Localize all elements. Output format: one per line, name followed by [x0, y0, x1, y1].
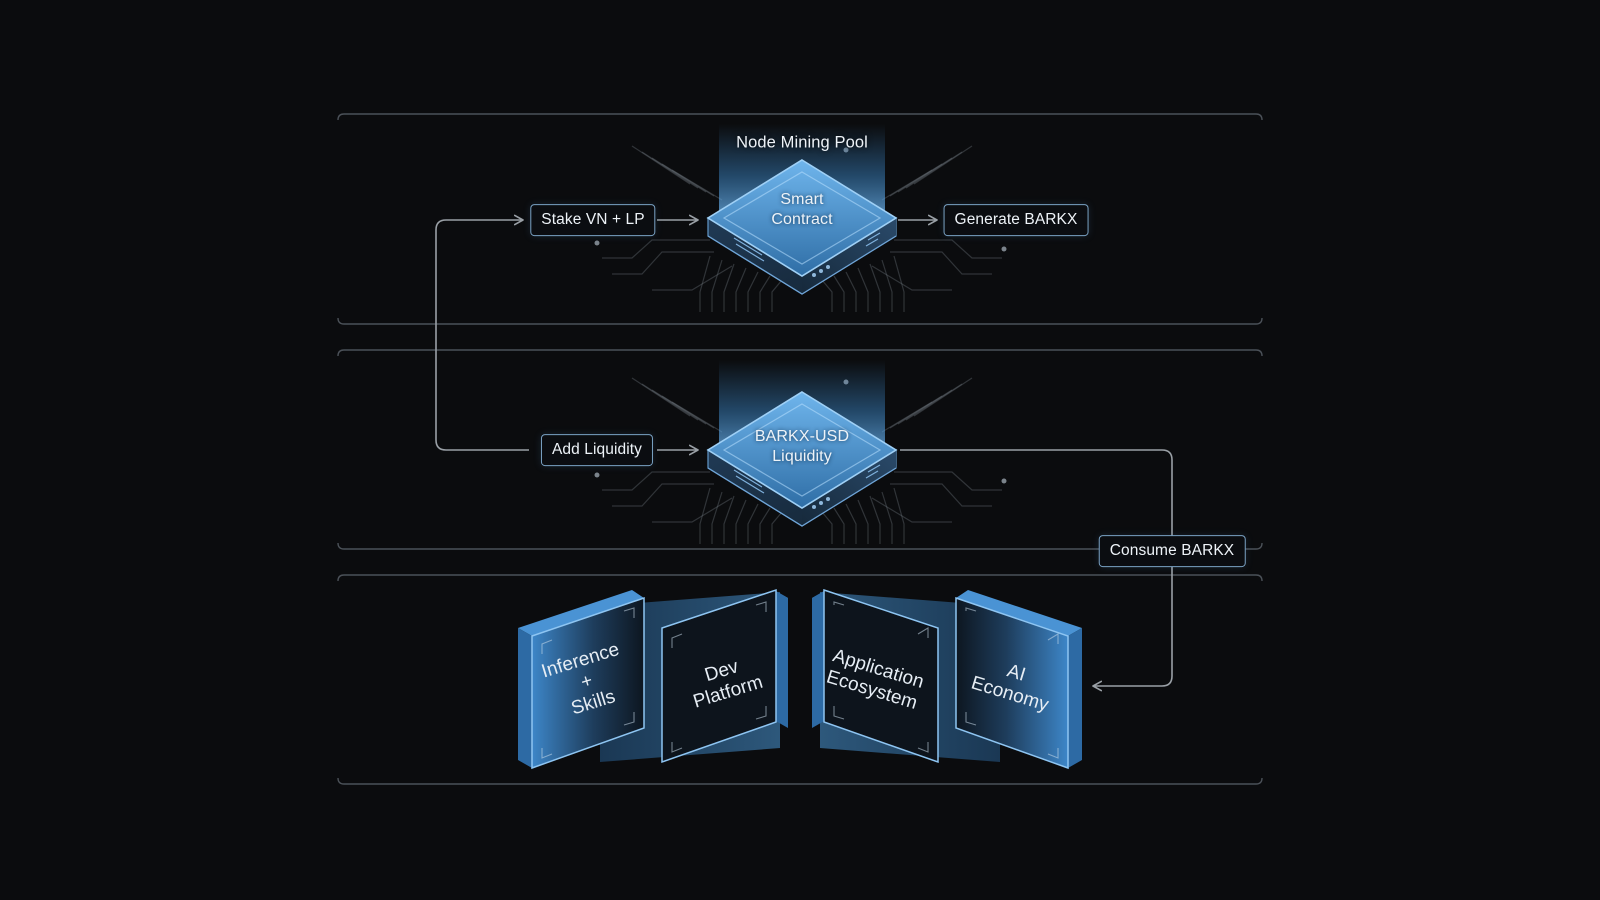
circuit-trace: [671, 401, 723, 433]
circuit-trace: [869, 495, 881, 544]
circuit-trace: [845, 503, 857, 544]
circuit-trace: [671, 169, 723, 201]
circuit-trace: [747, 503, 759, 544]
circuit-trace: [897, 157, 953, 193]
circuit-trace: [661, 395, 715, 429]
circuit-trace: [894, 239, 1002, 259]
circuit-trace: [735, 499, 747, 544]
circuit-node: [1001, 478, 1007, 484]
circuit-trace: [869, 263, 881, 312]
circuit-trace: [723, 263, 735, 312]
card-ai-economy: [955, 590, 1082, 770]
circuit-trace: [857, 267, 869, 312]
circuit-trace: [771, 279, 783, 312]
circuit-trace: [711, 491, 723, 544]
circuit-trace: [857, 499, 869, 544]
circuit-trace: [871, 265, 952, 291]
circuit-node: [594, 240, 600, 246]
circuit-trace: [905, 151, 963, 189]
card-dev-platform: [661, 588, 788, 764]
circuit-trace: [913, 145, 973, 185]
circuit-trace: [881, 491, 893, 544]
add-liquidity-label: Add Liquidity: [540, 434, 654, 466]
smart-contract-hub: [706, 159, 898, 295]
panel-ecosystem: [337, 574, 1263, 785]
circuit-trace: [631, 145, 691, 185]
circuit-trace: [735, 267, 747, 312]
circuit-trace: [894, 471, 1002, 491]
panel-liquidity: [337, 349, 1263, 550]
connector-pool-to-consume: [900, 449, 1173, 536]
circuit-trace: [699, 487, 711, 544]
circuit-trace: [845, 271, 857, 312]
panels: [337, 113, 1263, 785]
circuit-node: [594, 472, 600, 478]
circuit-trace: [771, 511, 783, 544]
circuit-trace: [821, 511, 833, 544]
node-mining-pool-title: Node Mining Pool: [736, 133, 868, 152]
smart-contract-label-line2: Contract: [771, 211, 833, 228]
circuit-trace: [612, 483, 714, 507]
connector-liquidity-to-stake: [435, 214, 529, 451]
circuit-trace: [893, 255, 905, 312]
circuit-trace: [602, 471, 710, 491]
circuit-trace: [913, 377, 973, 417]
circuit-trace: [881, 259, 893, 312]
liquidity-pool-hub: [706, 391, 898, 527]
circuit-trace: [711, 259, 723, 312]
circuit-trace: [889, 163, 943, 197]
circuit-traces: [594, 145, 1007, 544]
circuit-trace: [651, 389, 707, 425]
circuit-trace: [890, 251, 992, 275]
circuit-trace: [661, 163, 715, 197]
circuit-trace: [759, 275, 771, 312]
smart-contract-label: Smart Contract: [742, 190, 862, 230]
circuit-trace: [871, 497, 952, 523]
circuit-trace: [833, 275, 845, 312]
connector-consume-to-economy: [1092, 566, 1173, 692]
circuit-trace: [641, 151, 699, 189]
circuit-trace: [602, 239, 710, 259]
circuit-trace: [747, 271, 759, 312]
circuit-trace: [897, 389, 953, 425]
consume-barkx-label: Consume BARKX: [1098, 535, 1246, 567]
liquidity-label-line2: Liquidity: [772, 448, 832, 465]
card-application-ecosystem: [812, 588, 939, 764]
generate-barkx-label: Generate BARKX: [943, 204, 1089, 236]
circuit-trace: [889, 395, 943, 429]
circuit-node: [1001, 246, 1007, 252]
ecosystem-cards: [518, 588, 1082, 770]
connectors: [435, 214, 1173, 692]
circuit-trace: [652, 497, 733, 523]
circuit-trace: [699, 255, 711, 312]
circuit-trace: [821, 279, 833, 312]
circuit-trace: [905, 383, 963, 421]
stake-vn-lp-label: Stake VN + LP: [530, 204, 656, 236]
smart-contract-label-line1: Smart: [780, 191, 824, 208]
circuit-trace: [881, 169, 933, 201]
circuit-trace: [890, 483, 992, 507]
circuit-trace: [723, 495, 735, 544]
barkx-usd-liquidity-label: BARKX-USD Liquidity: [742, 427, 862, 467]
card-inference-skills: [518, 590, 645, 770]
circuit-trace: [651, 157, 707, 193]
circuit-trace: [881, 401, 933, 433]
circuit-trace: [833, 507, 845, 544]
circuit-trace: [893, 487, 905, 544]
panel-mining: [337, 113, 1263, 325]
circuit-trace: [612, 251, 714, 275]
circuit-trace: [641, 383, 699, 421]
circuit-trace: [652, 265, 733, 291]
liquidity-label-line1: BARKX-USD: [754, 428, 850, 445]
circuit-trace: [631, 377, 691, 417]
circuit-trace: [759, 507, 771, 544]
